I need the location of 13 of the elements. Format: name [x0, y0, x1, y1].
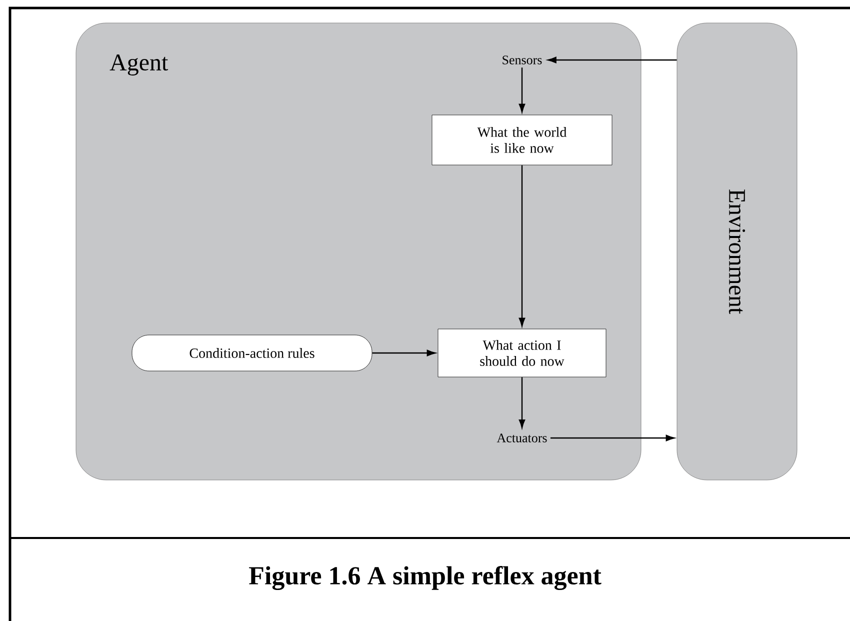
arrow	[548, 56, 677, 64]
arrow	[518, 165, 526, 326]
arrow	[518, 377, 526, 428]
figure-caption: Figure 1.6 A simple reflex agent	[249, 566, 602, 590]
sensors-label: Sensors	[502, 56, 542, 64]
actuators-label: Actuators	[496, 434, 547, 442]
environment-panel: Environment	[676, 22, 798, 480]
arrow	[372, 350, 436, 356]
rule-box: Condition-action rules	[132, 334, 372, 372]
arrow	[550, 434, 675, 442]
arrow	[518, 68, 526, 112]
process-box: What the world is like now	[432, 114, 612, 166]
process-box: What action I should do now	[438, 328, 606, 378]
